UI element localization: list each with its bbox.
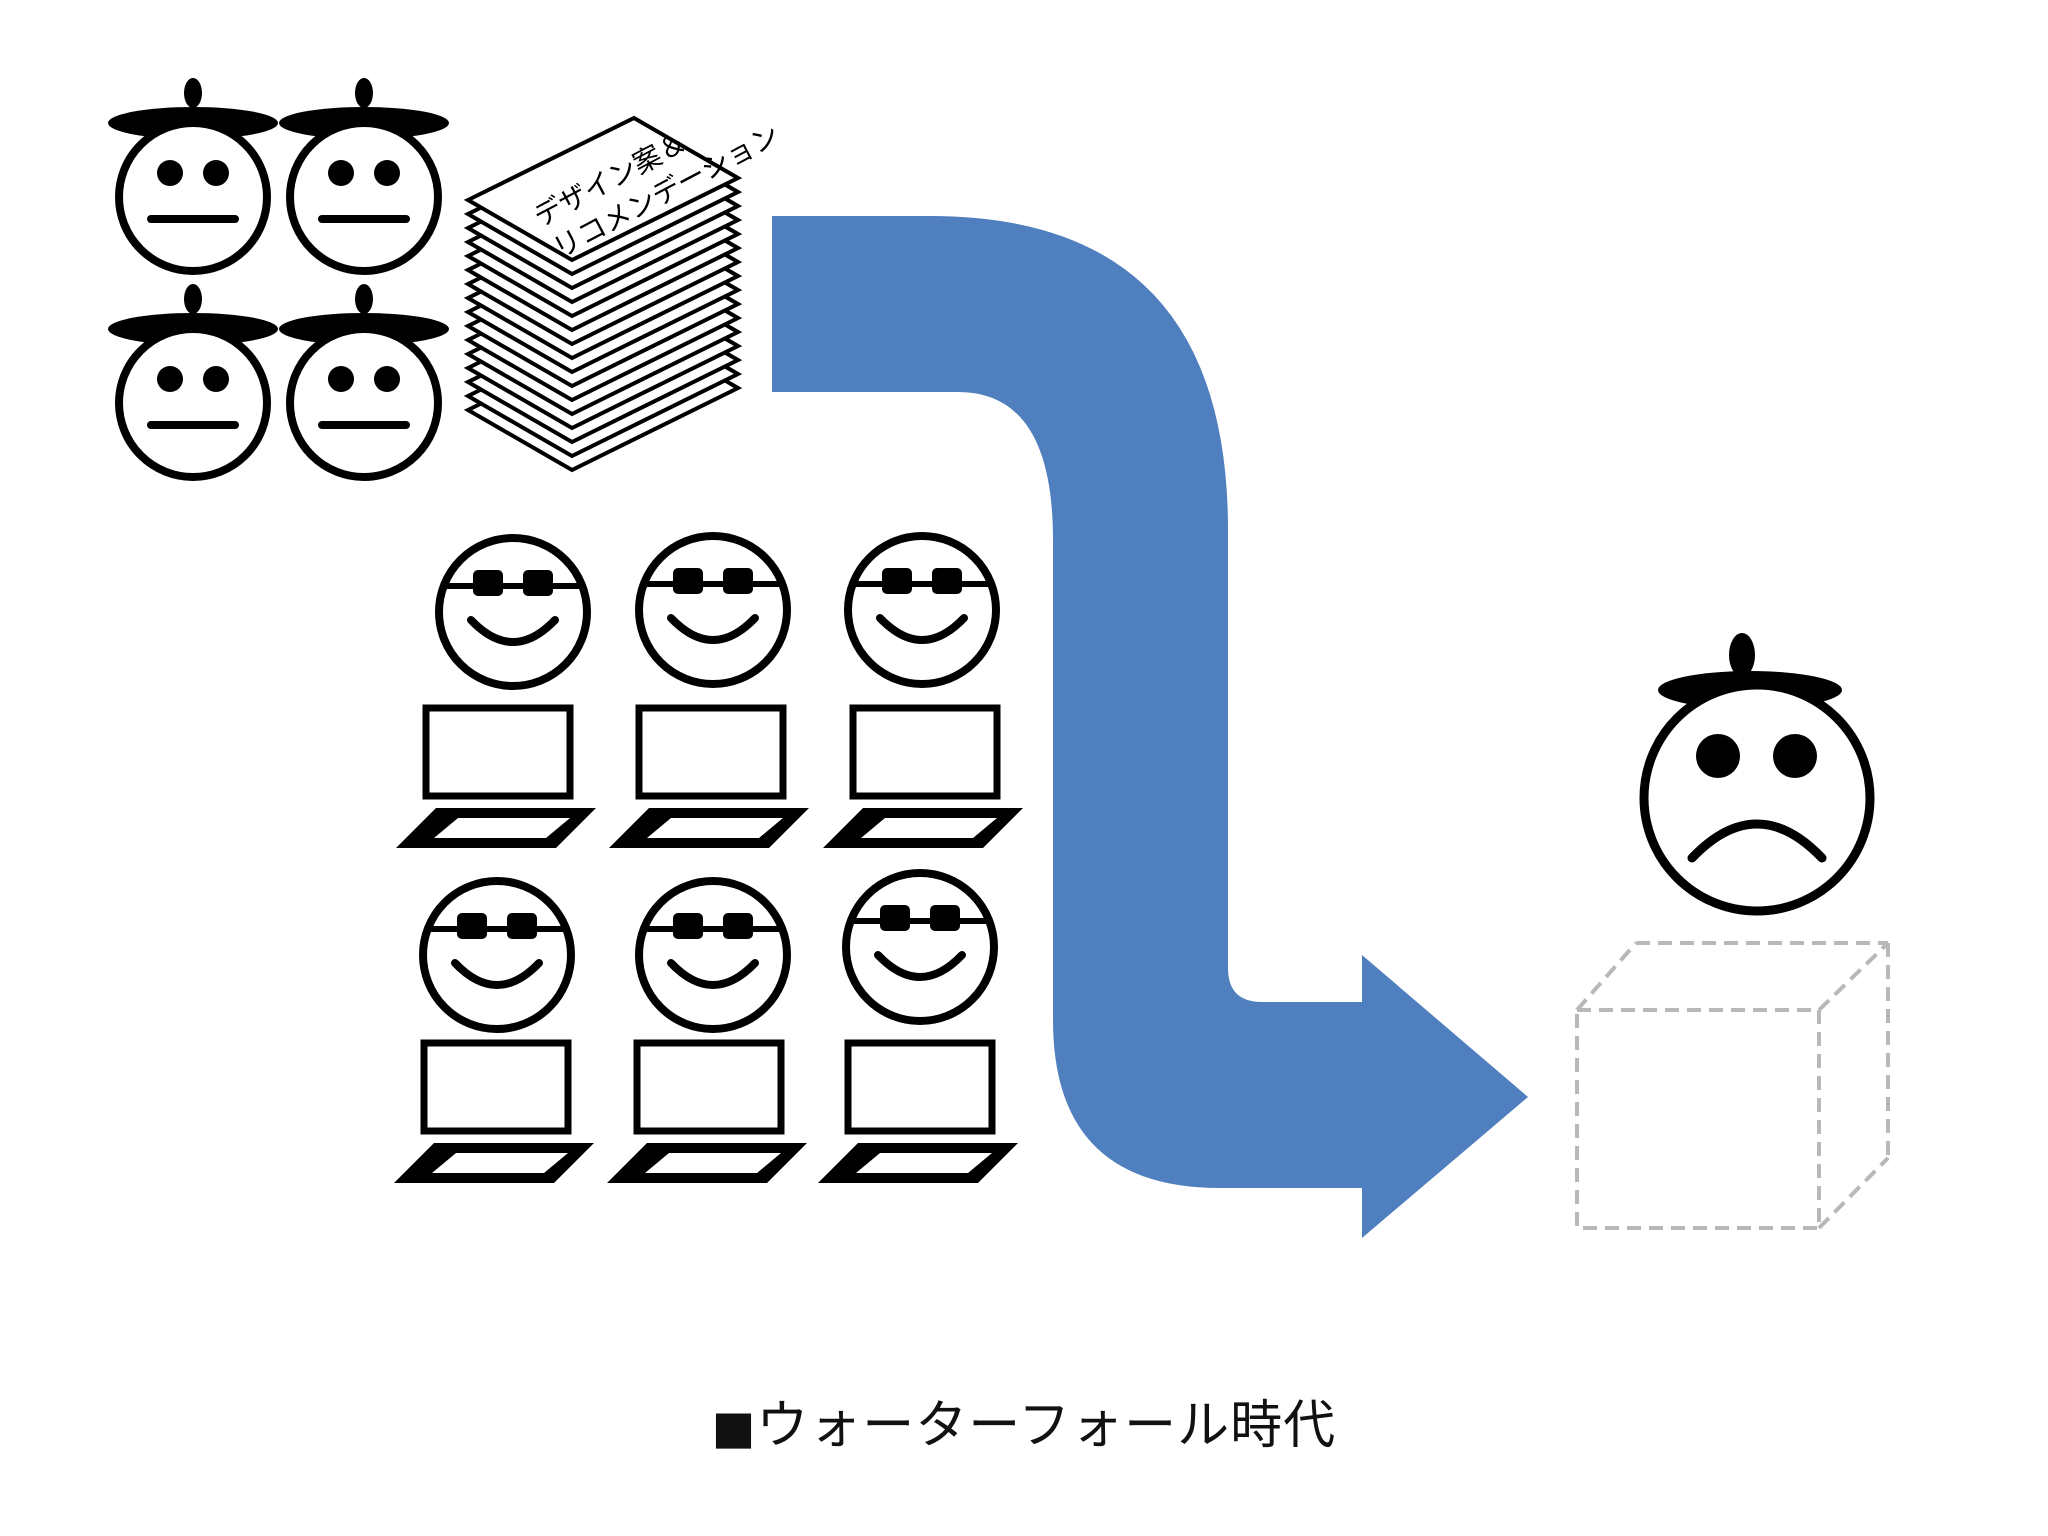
glasses-smiling-face-icon — [846, 873, 994, 1021]
glasses-smiling-face-icon — [639, 881, 787, 1029]
designer-figure — [279, 78, 449, 271]
laptop-icon — [609, 708, 809, 848]
laptop-icon — [394, 1043, 594, 1183]
caption-marker: ■ — [711, 1400, 757, 1454]
laptop-icon — [823, 708, 1023, 848]
caption: ■ウォーターフォール時代 — [0, 1383, 2048, 1458]
caption-text: ウォーターフォール時代 — [756, 1396, 1337, 1456]
designer-figure — [279, 284, 449, 477]
developer-group — [394, 536, 1023, 1183]
developer-figure — [823, 536, 1023, 848]
developer-figure — [607, 881, 807, 1183]
developer-figure — [818, 873, 1018, 1183]
end-user-figure — [1639, 633, 1875, 916]
sad-face-icon — [1639, 680, 1875, 916]
laptop-icon — [396, 708, 596, 848]
laptop-icon — [607, 1043, 807, 1183]
developer-figure — [396, 538, 596, 848]
glasses-smiling-face-icon — [639, 536, 787, 684]
designer-group — [108, 78, 449, 477]
glasses-smiling-face-icon — [423, 881, 571, 1029]
glasses-smiling-face-icon — [848, 536, 996, 684]
flow-arrow-icon — [772, 216, 1528, 1238]
designer-figure — [108, 284, 278, 477]
glasses-smiling-face-icon — [439, 538, 587, 686]
developer-figure — [609, 536, 809, 848]
designer-figure — [108, 78, 278, 271]
developer-figure — [394, 881, 594, 1183]
laptop-icon — [818, 1043, 1018, 1183]
dashed-box-icon — [1575, 941, 1890, 1230]
